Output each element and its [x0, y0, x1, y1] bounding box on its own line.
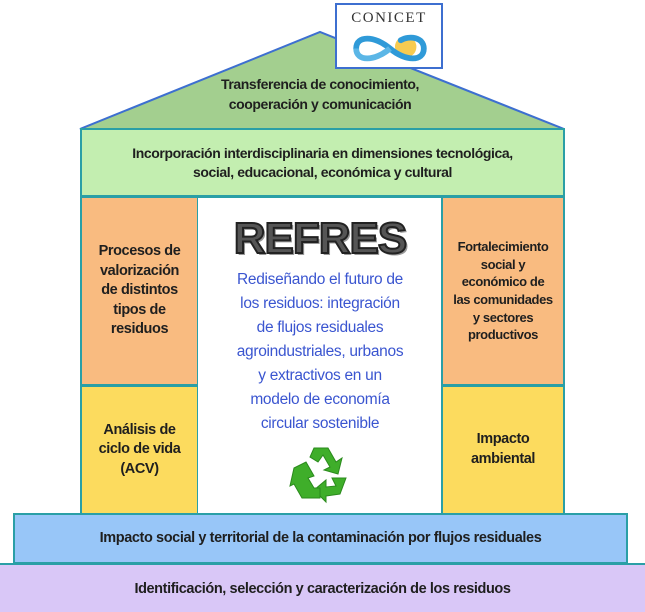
social-territorial-impact-band: Impacto social y territorial de la conta…: [13, 513, 628, 564]
base1-text: Impacto social y territorial de la conta…: [99, 529, 542, 546]
text-line: Análisis de: [103, 421, 176, 438]
text-line: social y: [480, 256, 526, 272]
text-line: ambiental: [470, 451, 536, 467]
identification-band: Identificación, selección y caracterizac…: [0, 563, 645, 612]
refres-title: REFRES: [233, 213, 408, 264]
text-line: de flujos residuales: [256, 319, 384, 337]
text-line: de distintos: [101, 282, 178, 299]
text-line: Fortalecimiento: [457, 239, 549, 255]
roof-line-1: Transferencia de conocimiento,: [220, 76, 420, 92]
conicet-logo: CONICET: [335, 3, 443, 69]
recycle-icon: [289, 447, 347, 504]
social-economic-strengthening-box: Fortalecimiento social y económico de la…: [441, 196, 565, 386]
infinity-sun-icon: [353, 34, 427, 62]
text-line: económico de: [461, 274, 545, 290]
text-line: (ACV): [120, 460, 159, 477]
project-description: Rediseñando el futuro de los residuos: i…: [208, 268, 432, 436]
text-line: productivos: [467, 327, 538, 343]
center-panel: REFRES Rediseñando el futuro de los resi…: [198, 196, 442, 516]
roof-text: Transferencia de conocimiento, cooperaci…: [150, 74, 490, 115]
text-line: circular sostenible: [260, 415, 380, 433]
text-line: modelo de economía: [250, 391, 390, 409]
text-line: valorización: [99, 262, 179, 279]
valorization-processes-box: Procesos de valorización de distintos ti…: [80, 196, 199, 386]
band1-line-1: Incorporación interdisciplinaria en dime…: [132, 144, 513, 161]
text-line: Rediseñando el futuro de: [236, 271, 403, 288]
text-line: residuos: [110, 321, 169, 338]
band1-line-2: social, educacional, económica y cultura…: [192, 163, 453, 180]
environmental-impact-box: Impacto ambiental: [441, 385, 565, 515]
roof-line-2: cooperación y comunicación: [228, 96, 412, 113]
text-line: Procesos de: [98, 243, 181, 260]
text-line: agroindustriales, urbanos: [236, 343, 404, 361]
base2-text: Identificación, selección y caracterizac…: [134, 580, 511, 597]
text-line: tipos de: [113, 301, 166, 318]
text-line: y extractivos en un: [258, 367, 382, 385]
text-line: ciclo de vida: [98, 441, 181, 458]
logo-text: CONICET: [351, 10, 427, 26]
text-line: Impacto: [476, 431, 530, 448]
life-cycle-analysis-box: Análisis de ciclo de vida (ACV): [80, 385, 199, 515]
text-line: las comunidades: [453, 292, 553, 307]
text-line: y sectores: [472, 309, 534, 325]
text-line: los residuos: integración: [240, 295, 400, 313]
interdisciplinary-band: Incorporación interdisciplinaria en dime…: [80, 128, 565, 197]
